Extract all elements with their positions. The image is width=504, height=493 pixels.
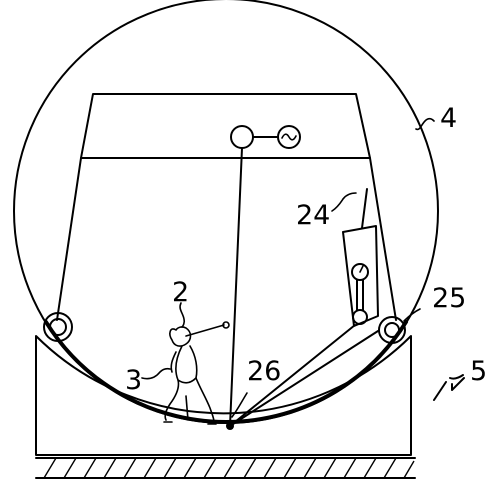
- tee-point: [226, 422, 234, 430]
- ball-trajectory: [226, 324, 379, 430]
- label-tee-point: 26: [247, 356, 281, 387]
- sine-wave-icon: [277, 125, 301, 149]
- label-roller: 25: [432, 283, 466, 314]
- leader-lines: [141, 117, 465, 418]
- hatched-ground: [35, 457, 416, 479]
- label-sphere: 4: [440, 103, 457, 134]
- plumb-line: [229, 147, 243, 427]
- label-base: 5: [470, 356, 487, 387]
- label-golfer: 3: [125, 365, 142, 396]
- roller-left: [43, 312, 73, 342]
- projector-unit: [229, 125, 301, 427]
- dial-gauge-icon: [351, 263, 369, 281]
- screen-frame: [56, 93, 397, 321]
- base-cradle: [35, 335, 412, 456]
- reference-numerals: 4 24 25 26 2 3 5: [125, 103, 487, 396]
- roller-right: [378, 316, 406, 344]
- sphere: [13, 0, 439, 424]
- projector-lamp: [230, 125, 254, 149]
- label-club: 2: [172, 277, 189, 308]
- support-arm: [342, 188, 379, 327]
- label-support-arm: 24: [296, 200, 330, 231]
